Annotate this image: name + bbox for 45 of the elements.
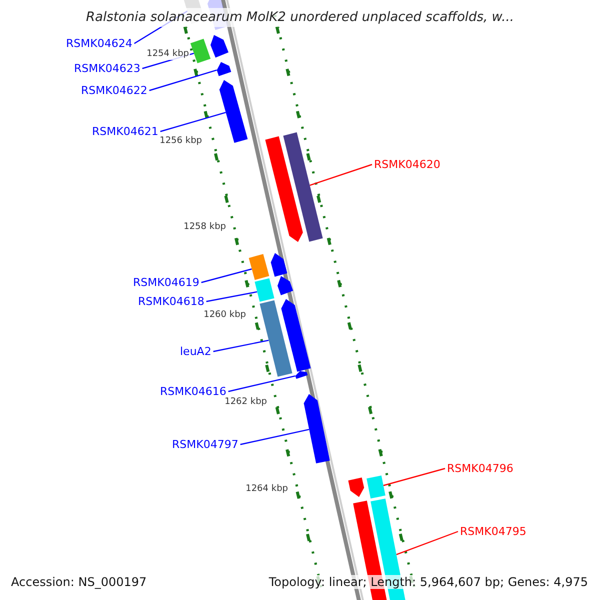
- gene-label: RSMK04618: [138, 296, 204, 307]
- gene-shape: [265, 136, 303, 242]
- leader-line: [160, 112, 226, 132]
- gene-shape: [348, 478, 364, 497]
- kbp-label: 1258 kbp: [182, 222, 227, 233]
- leader-line: [228, 375, 296, 392]
- gene-shape: [219, 80, 248, 143]
- leader-line: [213, 340, 269, 352]
- kbp-label: 1264 kbp: [244, 484, 289, 495]
- gene-label: leuA2: [180, 346, 212, 357]
- gene-label: RSMK04797: [172, 439, 238, 450]
- gene-label: RSMK04796: [447, 463, 514, 474]
- gene-label: RSMK04619: [133, 277, 200, 288]
- gene-block: [254, 278, 274, 302]
- gene-label: RSMK04795: [460, 526, 526, 537]
- gene-block: [260, 300, 292, 377]
- gene-shape: [278, 276, 294, 296]
- kbp-label: 1260 kbp: [202, 310, 247, 321]
- gene-label: RSMK04620: [374, 159, 440, 170]
- leader-line: [240, 428, 310, 446]
- gene-label: RSMK04624: [66, 38, 132, 49]
- kbp-label: 1254 kbp: [146, 49, 190, 60]
- gene-label: RSMK04622: [81, 85, 148, 96]
- gene-shape: [281, 299, 311, 372]
- leader-line: [201, 268, 252, 284]
- gene-shape: [270, 253, 288, 277]
- leader-line: [310, 164, 372, 186]
- gene-shape: [216, 62, 232, 76]
- accession-text: Accession: NS_000197: [9, 575, 149, 589]
- leader-line: [383, 468, 446, 486]
- gene-block: [190, 38, 211, 64]
- gene-block: [366, 476, 386, 498]
- gene-label: RSMK04623: [74, 63, 140, 74]
- leader-line: [206, 291, 258, 302]
- gene-label: RSMK04621: [92, 126, 158, 137]
- gene-label: RSMK04616: [160, 386, 226, 397]
- gene-shape: [210, 35, 228, 58]
- leader-line: [396, 530, 458, 556]
- leader-line: [149, 70, 217, 92]
- topology-text: Topology: linear; Length: 5,964,607 bp; Genes: 4,975: [266, 575, 590, 589]
- gene-block: [248, 254, 270, 280]
- kbp-label: 1262 kbp: [224, 397, 268, 408]
- kbp-label: 1256 kbp: [158, 136, 203, 147]
- gene-shape: [304, 394, 330, 464]
- gene-block: [283, 132, 323, 242]
